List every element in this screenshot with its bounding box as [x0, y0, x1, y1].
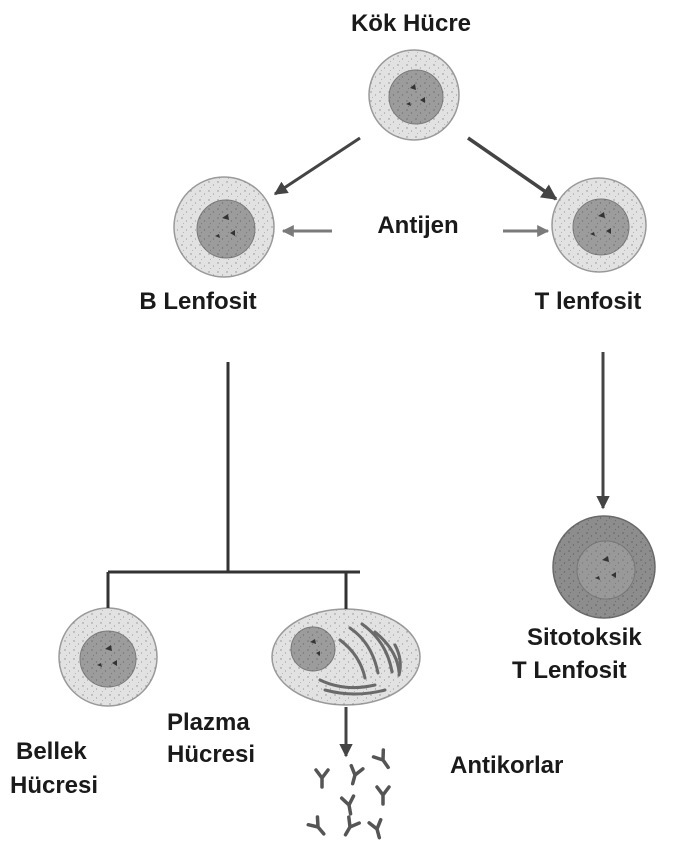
t-lymphocyte-cell: [552, 178, 646, 272]
antibody-icon: [308, 817, 328, 838]
antibodies-cluster: [308, 750, 393, 839]
antibody-icon: [373, 750, 393, 771]
cytotoxic-t-cell: [553, 516, 655, 618]
antibody-icon: [316, 770, 328, 787]
stem-cell: [369, 50, 459, 140]
antibody-icon: [377, 787, 389, 804]
label-memory-line1: Bellek: [16, 737, 87, 767]
label-plasma-line1: Plazma: [167, 708, 250, 738]
label-antigen: Antijen: [336, 211, 500, 241]
arrow-stem-to-b: [275, 138, 360, 194]
arrow-stem-to-t: [468, 138, 556, 199]
memory-cell: [59, 608, 157, 706]
label-b-lymphocyte: B Lenfosit: [98, 287, 298, 317]
label-plasma-line2: Hücresi: [167, 740, 255, 770]
antibody-icon: [347, 766, 363, 786]
label-t-lymphocyte: T lenfosit: [498, 287, 678, 317]
label-memory-line2: Hücresi: [10, 771, 98, 801]
b-lymphocyte-cell: [174, 177, 274, 277]
b-branch-connector: [108, 362, 360, 609]
label-stem-cell: Kök Hücre: [300, 9, 522, 39]
antibody-icon: [369, 820, 385, 840]
label-cytotoxic-line1: Sitotoksik: [527, 623, 642, 653]
antibody-icon: [340, 817, 359, 838]
label-cytotoxic-line2: T Lenfosit: [512, 656, 627, 686]
antibody-icon: [342, 796, 357, 815]
label-antibodies: Antikorlar: [450, 751, 563, 781]
plasma-cell: [272, 609, 420, 705]
